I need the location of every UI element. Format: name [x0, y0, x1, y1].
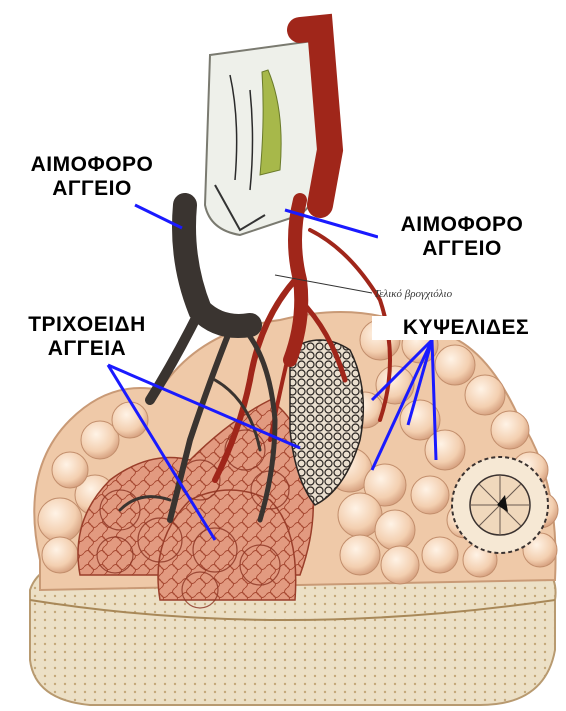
label-blood-vessel-right: ΑΙΜΟΦΟΡΟ ΑΓΓΕΙΟ: [378, 213, 546, 261]
label-alveoli-line1: ΚΥΨΕΛΙΔΕΣ: [372, 316, 560, 340]
label-capillaries: ΤΡΙΧΟΕΙΔΗ ΑΓΓΕΙΑ: [12, 313, 162, 361]
label-capillaries-line2: ΑΓΓΕΙΑ: [12, 337, 162, 361]
alveolus-cross-section: [452, 457, 548, 553]
label-blood-vessel-left-line1: ΑΙΜΟΦΟΡΟ: [12, 153, 172, 177]
label-blood-vessel-right-line2: ΑΓΓΕΙΟ: [378, 237, 546, 261]
label-blood-vessel-left-line2: ΑΓΓΕΙΟ: [12, 177, 172, 201]
label-blood-vessel-left: ΑΙΜΟΦΟΡΟ ΑΓΓΕΙΟ: [12, 153, 172, 201]
label-blood-vessel-right-line1: ΑΙΜΟΦΟΡΟ: [378, 213, 546, 237]
label-capillaries-line1: ΤΡΙΧΟΕΙΔΗ: [12, 313, 162, 337]
label-terminal-bronchiole: Τελικό βρογχιόλιο: [374, 288, 452, 300]
label-alveoli: ΚΥΨΕΛΙΔΕΣ: [372, 316, 560, 340]
